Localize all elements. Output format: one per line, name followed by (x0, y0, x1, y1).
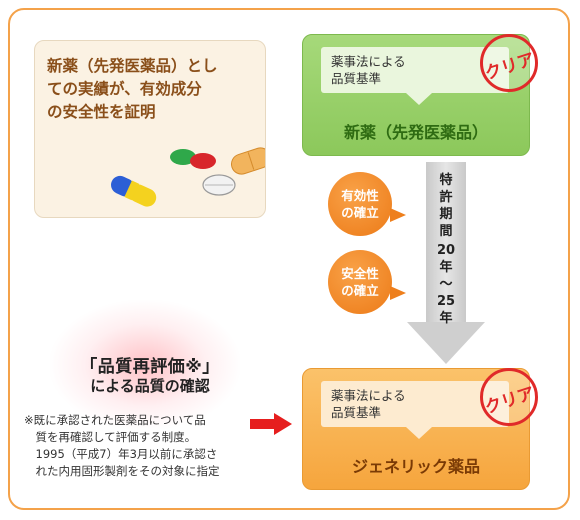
clear-stamp: クリア (480, 368, 538, 426)
bubble-line: の確立 (341, 205, 379, 220)
patent-arrow-head-icon (407, 322, 485, 364)
new-drug-title: 新薬（先発医薬品） (343, 123, 488, 142)
patent-char: 間 (439, 224, 453, 239)
intro-text: 新薬（先発医薬品）とし ての実績が、有効成分 の安全性を証明 (47, 55, 257, 124)
note-line: れた内用固形製剤をその対象に指定 (24, 464, 220, 478)
bubble-line: 有効性 (341, 188, 379, 203)
quality-standard-line: 品質基準 (331, 405, 382, 420)
bubble-tail-icon (390, 286, 406, 300)
note-line: ※既に承認された医薬品について品 (24, 413, 206, 427)
clear-stamp-label: クリア (482, 383, 538, 419)
patent-year-char: 〜 (439, 277, 453, 292)
note-line: 1995（平成7）年3月以前に承認さ (24, 447, 218, 461)
patent-year-char: 20 (436, 243, 456, 258)
patent-year-char: 年 (439, 260, 453, 275)
note-line: 質を再確認して評価する制度。 (24, 430, 197, 444)
clear-stamp: クリア (480, 34, 538, 92)
highlight-glow (50, 300, 240, 430)
safety-bubble: 安全性 の確立 (328, 250, 392, 314)
reevaluation-title: 「品質再評価※」 (80, 357, 220, 377)
orange-tablet-icon (230, 147, 265, 175)
patent-year-char: 年 (439, 311, 453, 326)
quality-standard-text: 薬事法による 品質基準 (331, 53, 406, 87)
intro-line: 新薬（先発医薬品）とし (47, 57, 218, 75)
intro-line: ての実績が、有効成分 (47, 80, 202, 98)
quality-standard-line: 薬事法による (331, 54, 406, 69)
intro-panel: 新薬（先発医薬品）とし ての実績が、有効成分 の安全性を証明 (34, 40, 266, 218)
reevaluation-note: ※既に承認された医薬品について品 質を再確認して評価する制度。 1995（平成7… (24, 412, 274, 480)
patent-char: 許 (439, 190, 453, 205)
quality-standard-text: 薬事法による 品質基準 (331, 387, 406, 421)
generic-drug-title: ジェネリック薬品 (351, 457, 480, 476)
patent-period-label: 特 許 期 間 (426, 172, 466, 240)
patent-year-char: 25 (436, 294, 456, 309)
efficacy-bubble: 有効性 の確立 (328, 172, 392, 236)
white-tablet-icon (202, 174, 236, 196)
bubble-tail-icon (390, 208, 406, 222)
quality-standard-panel: 薬事法による 品質基準 (321, 381, 509, 427)
bubble-line: の確立 (341, 283, 379, 298)
generic-drug-box: 薬事法による 品質基準 ジェネリック薬品 (302, 368, 530, 490)
intro-line: の安全性を証明 (47, 103, 156, 121)
patent-char: 特 (439, 173, 453, 188)
reevaluation-subtitle: による品質の確認 (90, 377, 210, 395)
patent-char: 期 (439, 207, 453, 222)
quality-standard-panel: 薬事法による 品質基準 (321, 47, 509, 93)
down-arrow-icon (406, 427, 432, 439)
bubble-line: 安全性 (341, 266, 379, 281)
right-arrow-icon (250, 413, 292, 435)
blue-yellow-capsule-icon (111, 175, 157, 207)
down-arrow-icon (406, 93, 432, 105)
green-red-capsule-icon (170, 149, 216, 169)
clear-stamp-label: クリア (482, 49, 538, 85)
quality-standard-line: 品質基準 (331, 71, 382, 86)
quality-standard-line: 薬事法による (331, 388, 406, 403)
patent-years-label: 20 年 〜 25 年 (426, 242, 466, 327)
patent-arrow-shaft (426, 162, 466, 326)
pills-illustration (111, 147, 265, 207)
